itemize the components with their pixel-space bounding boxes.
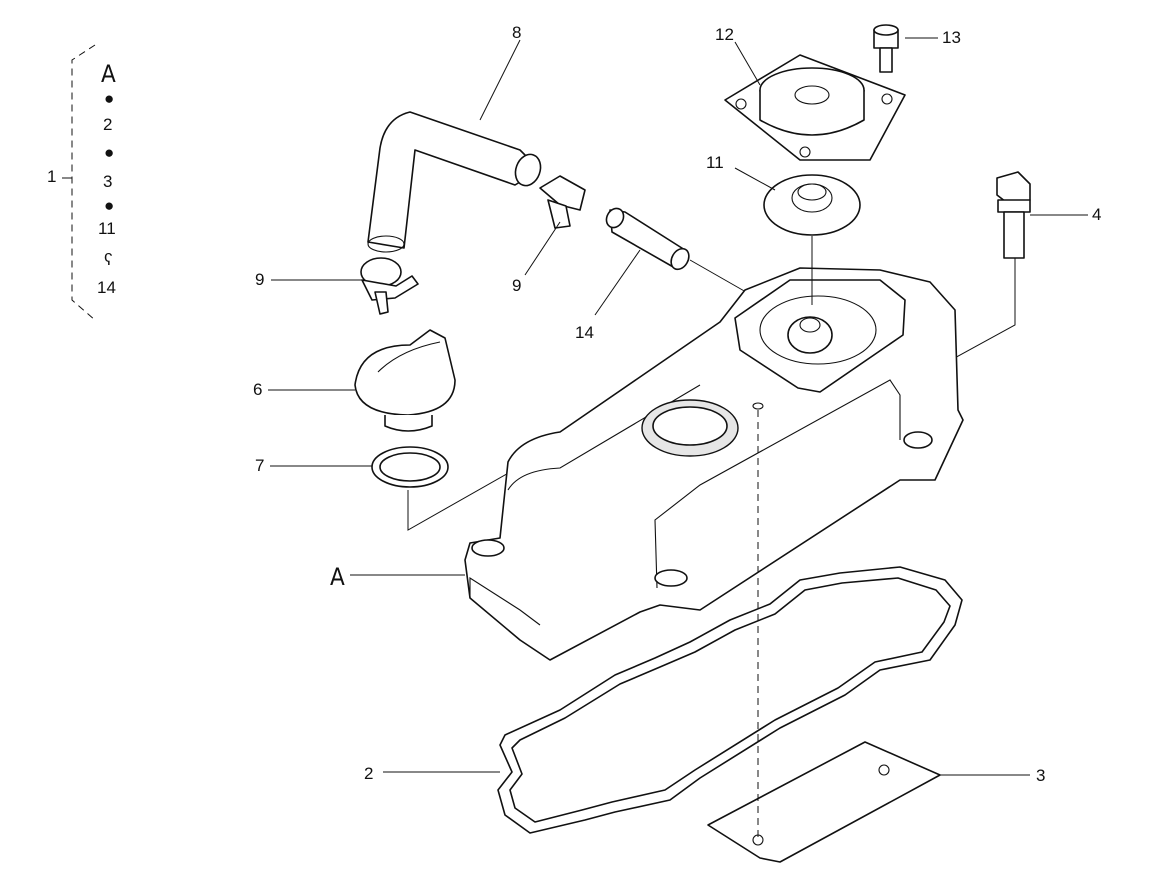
kit-bracket: 1 A ● 2 ● 3 ● 11 ʕ 14 xyxy=(47,44,116,321)
valve-cover xyxy=(464,267,964,661)
cover-gasket xyxy=(497,566,963,834)
callout-3: 3 xyxy=(1036,766,1045,785)
kit-item-a: A xyxy=(101,60,116,88)
kit-bullet-2: ● xyxy=(104,143,114,162)
callout-4: 4 xyxy=(1092,205,1101,224)
leader-9-right xyxy=(524,221,561,276)
leader-8 xyxy=(479,39,521,121)
kit-item-14: 14 xyxy=(97,278,116,297)
leader-11 xyxy=(734,167,776,191)
hose-clamp-right xyxy=(539,175,586,229)
callout-6: 6 xyxy=(253,380,262,399)
callout-9-right: 9 xyxy=(512,276,521,295)
callout-8: 8 xyxy=(512,23,521,42)
kit-clamp-symbol: ʕ xyxy=(104,250,113,269)
kit-bullet-1: ● xyxy=(104,89,114,108)
cap-o-ring xyxy=(371,446,449,488)
hose-clamp-left xyxy=(360,257,419,315)
callout-13: 13 xyxy=(942,28,961,47)
kit-item-3: 3 xyxy=(103,172,112,191)
breather-cover xyxy=(724,54,906,161)
callout-9-left: 9 xyxy=(255,270,264,289)
callout-7: 7 xyxy=(255,456,264,475)
callout-11: 11 xyxy=(706,153,724,172)
callout-1: 1 xyxy=(47,167,56,186)
baffle-plate xyxy=(707,741,941,863)
kit-item-11: 11 xyxy=(98,219,116,238)
kit-bracket-line xyxy=(71,44,96,321)
kit-bullet-3: ● xyxy=(104,196,114,215)
callout-2: 2 xyxy=(364,764,373,783)
callout-A: A xyxy=(330,563,345,591)
kit-item-2: 2 xyxy=(103,115,112,134)
cover-screw xyxy=(873,24,899,73)
callout-14: 14 xyxy=(575,323,594,342)
connector-pipe xyxy=(605,207,690,271)
oil-filler-cap xyxy=(354,329,456,432)
leader-12 xyxy=(734,41,761,86)
breather-plate xyxy=(763,174,861,236)
callout-12: 12 xyxy=(715,25,734,44)
leader-14 xyxy=(594,249,641,316)
cover-bolt xyxy=(996,171,1031,259)
breather-hose xyxy=(367,111,542,253)
